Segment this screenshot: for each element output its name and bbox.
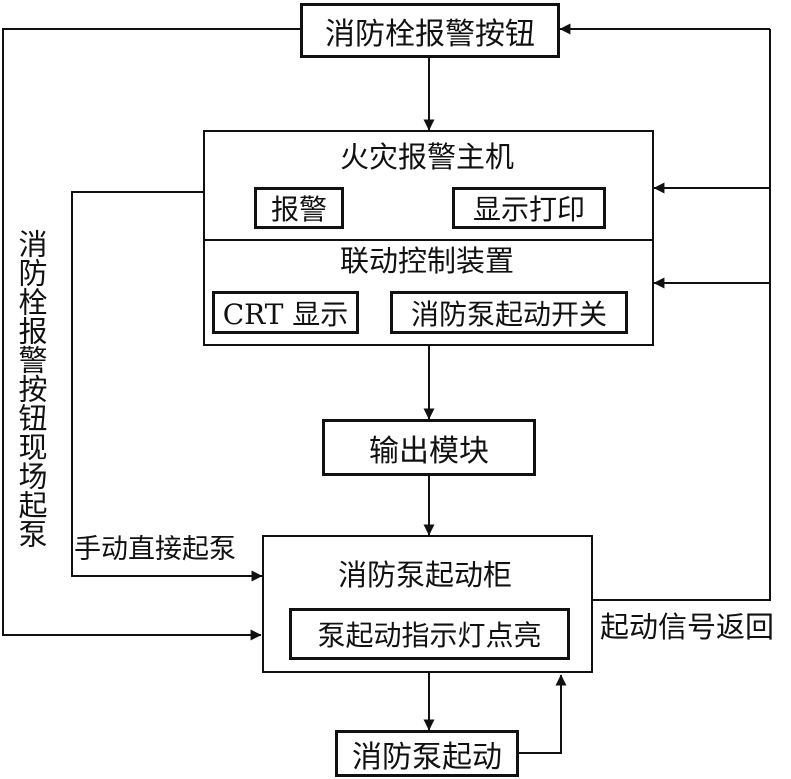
- pump-start-switch-label: 消防泵起动开关: [410, 297, 607, 331]
- pump-start-switch-box: 消防泵起动开关: [390, 291, 628, 334]
- arrow-onsite-start: [2, 28, 300, 641]
- fire-alarm-host-title: 火灾报警主机: [340, 140, 515, 174]
- onsite-start-vertical-label: 消防栓报警按钮现场起泵: [14, 228, 48, 548]
- pump-start-box: 消防泵起动: [335, 730, 519, 777]
- host-divider: [205, 239, 652, 241]
- linkage-control-title: 联动控制装置: [340, 244, 515, 278]
- output-module-box: 输出模块: [322, 419, 536, 476]
- manual-direct-label: 手动直接起泵: [74, 534, 236, 565]
- output-module-label: 输出模块: [369, 433, 489, 469]
- pump-start-label: 消防泵起动: [352, 739, 502, 775]
- signal-return-label: 起动信号返回: [600, 610, 775, 644]
- alarm-label: 报警: [270, 193, 327, 226]
- arrow-pump-feedback: [519, 674, 567, 754]
- pump-indicator-box: 泵起动指示灯点亮: [289, 608, 570, 660]
- line-signal-return: [593, 29, 771, 601]
- crt-display-label: CRT 显示: [222, 297, 349, 331]
- crt-display-box: CRT 显示: [212, 291, 359, 334]
- alarm-box: 报警: [254, 187, 344, 229]
- arrow-manual-direct: [71, 191, 263, 582]
- display-print-label: 显示打印: [472, 193, 585, 226]
- pump-start-cabinet-title: 消防泵起动柜: [338, 558, 513, 592]
- display-print-box: 显示打印: [452, 187, 606, 229]
- hydrant-alarm-button-box: 消防栓报警按钮: [300, 3, 560, 58]
- pump-indicator-label: 泵起动指示灯点亮: [317, 619, 542, 652]
- hydrant-alarm-button-label: 消防栓报警按钮: [325, 16, 535, 52]
